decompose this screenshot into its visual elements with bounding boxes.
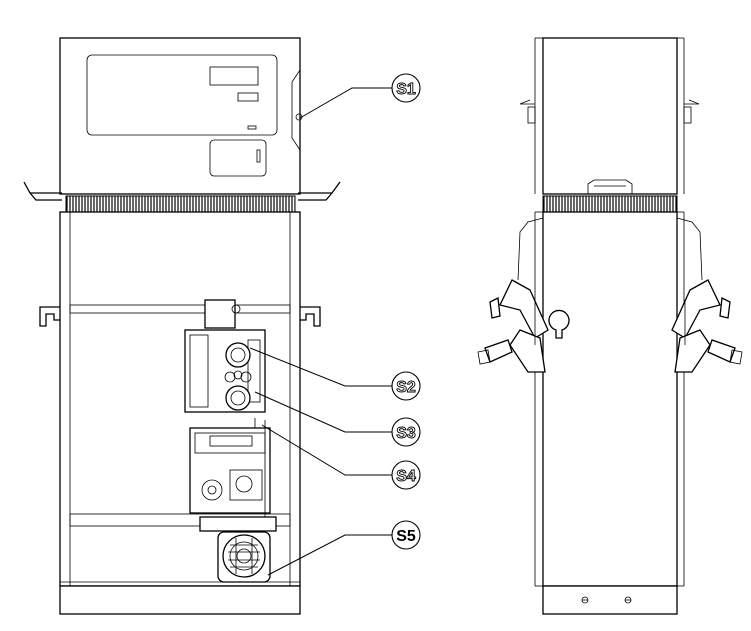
left-hose-hook-icon [39,306,60,327]
right-nozzle-icon [671,217,743,373]
leader-s2 [249,347,392,387]
right-handle-icon [298,181,341,201]
callout-s3-label: S3 [396,425,416,442]
callout-s5: S5 [391,520,421,550]
meter-block [184,329,266,413]
front-louvre-grille [65,195,296,213]
leader-s5 [267,534,392,576]
side-louvre-grille [542,195,678,213]
callout-s1: S1 [391,73,421,103]
right-hose-hook-icon [300,306,321,327]
meter-rotor-top [225,342,251,368]
side-head-housing [542,37,678,195]
callout-s2-label: S2 [396,379,416,396]
motor-fan-icon [222,534,266,578]
solenoid-valve [204,299,236,329]
left-nozzle-icon [477,217,549,373]
side-cabinet [542,211,678,587]
front-base-plinth [59,585,301,615]
leader-s1 [299,87,392,119]
callout-s3: S3 [391,417,421,447]
callout-s4-label: S4 [396,468,416,485]
side-base-plinth [542,585,678,615]
left-handle-icon [23,181,62,201]
front-view [23,37,341,615]
callout-s5-label: S5 [396,528,416,545]
side-lock-panel [291,69,301,151]
side-top-holder [587,179,633,194]
display-window [86,54,278,136]
holder-slot [256,149,261,163]
leader-s4 [261,424,392,476]
front-head-housing [59,37,301,195]
meter-rotor-bottom [225,385,251,411]
upper-rail [69,304,291,314]
nozzle-holder-panel [209,139,267,177]
callout-s2: S2 [391,371,421,401]
leader-s3 [254,391,392,433]
unit-display [237,92,259,102]
leader-lines [249,87,392,576]
indicator-slot [247,125,257,130]
callout-s1-label: S1 [396,81,416,98]
price-display [209,66,259,86]
keyhole-icon [548,309,570,339]
callout-s4: S4 [391,460,421,490]
pump-bracket [199,516,277,532]
side-view [477,37,743,615]
lower-rail [69,513,291,527]
